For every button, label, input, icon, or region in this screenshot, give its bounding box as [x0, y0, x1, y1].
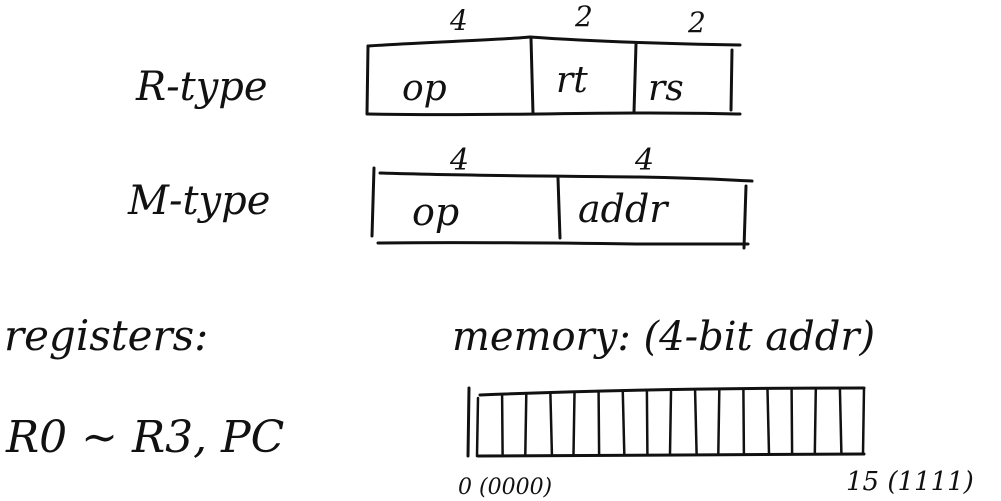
memory-start-label: 0 (0000): [458, 475, 552, 500]
registers-section: registers: R0 ~ R3, PC: [4, 311, 284, 463]
r-type-divider-1: [529, 36, 535, 116]
m-type-box-left: [370, 166, 376, 238]
r-type-op-field: op: [402, 68, 447, 109]
registers-list: R0 ~ R3, PC: [5, 412, 284, 463]
r-type-format: R-type 4 2 2 op rt rs: [135, 0, 742, 117]
memory-cell-divider: [500, 393, 504, 456]
r-type-op-bits: 4: [449, 4, 468, 37]
r-type-box-bottom: [366, 111, 742, 117]
memory-cell-divider: [693, 389, 698, 456]
r-type-rs-field: rs: [648, 68, 684, 109]
memory-strip-left-inner: [475, 396, 480, 458]
memory-cell-divider: [813, 387, 818, 456]
m-type-box-top: [378, 171, 754, 183]
memory-strip-left-outer: [466, 386, 471, 458]
memory-end-label: 15 (1111): [846, 467, 974, 497]
m-type-label: M-type: [127, 178, 270, 224]
r-type-label: R-type: [135, 64, 268, 110]
memory-cells: [500, 386, 866, 456]
m-type-op-field: op: [412, 190, 459, 234]
m-type-op-bits: 4: [449, 143, 469, 178]
r-type-rt-bits: 2: [574, 0, 593, 33]
r-type-box-top: [366, 35, 742, 48]
memory-cell-divider: [790, 388, 794, 456]
memory-cell-divider: [549, 392, 554, 456]
m-type-format: M-type 4 4 op addr: [127, 143, 754, 250]
r-type-divider-2: [632, 42, 638, 114]
memory-cell-divider: [838, 387, 843, 456]
m-type-box-right: [742, 184, 748, 250]
memory-cell-divider: [717, 389, 721, 456]
memory-cell-divider: [524, 392, 528, 456]
r-type-rs-bits: 2: [687, 6, 706, 39]
r-type-box-left: [365, 44, 370, 116]
m-type-box-bottom: [376, 241, 750, 246]
memory-cell-divider: [668, 390, 673, 456]
memory-cell-divider: [645, 390, 649, 456]
memory-cell-divider: [861, 386, 866, 456]
memory-section: memory: (4-bit addr) 0 (0000) 15 (1111): [452, 314, 974, 500]
memory-cell-divider: [572, 392, 576, 456]
m-type-divider: [556, 176, 562, 240]
m-type-addr-field: addr: [578, 187, 670, 231]
memory-heading: memory: (4-bit addr): [452, 314, 875, 360]
registers-heading: registers:: [4, 311, 208, 360]
memory-cell-divider: [597, 391, 601, 456]
memory-cell-divider: [742, 388, 746, 456]
memory-strip-top: [478, 386, 866, 397]
memory-cell-divider: [621, 391, 626, 456]
memory-cell-divider: [766, 388, 771, 456]
r-type-rt-field: rt: [556, 60, 588, 101]
m-type-addr-bits: 4: [634, 143, 654, 178]
r-type-box-right: [729, 48, 734, 112]
